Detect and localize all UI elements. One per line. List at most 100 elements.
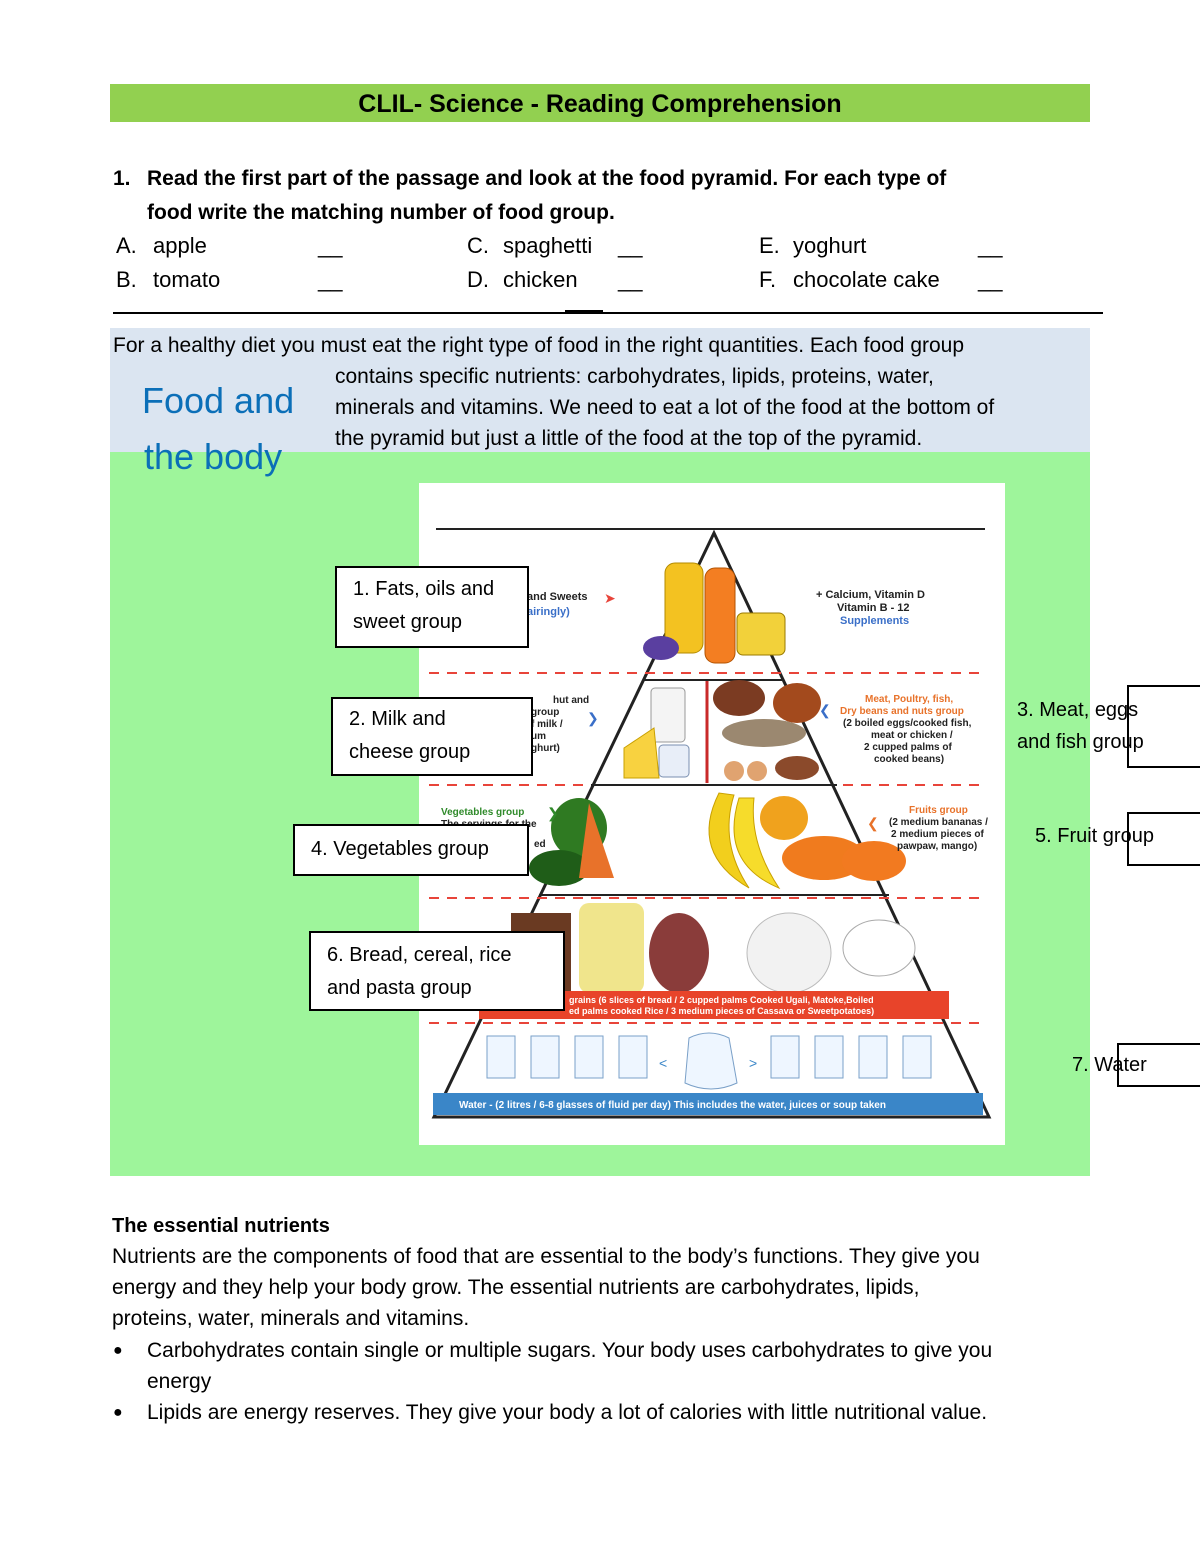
beans-image (775, 756, 819, 780)
group-label-7-line1: 7. Water (1072, 1054, 1147, 1076)
pyr-meat-4: meat or chicken / (871, 730, 953, 741)
sweets-image (643, 636, 679, 660)
section-heading-line2: the body (144, 436, 283, 477)
bullet-dot-icon: ● (113, 1342, 123, 1359)
milk-glass-image (650, 687, 686, 743)
pyr-meat-2: Dry beans and nuts group (840, 706, 964, 717)
yoghurt-image (658, 744, 690, 778)
page-title: CLIL- Science - Reading Comprehension (358, 90, 842, 118)
option-e-word: yoghurt (793, 233, 867, 258)
nutrients-paragraph-line2: energy and they help your body grow. The… (112, 1276, 920, 1299)
carrot-image (579, 803, 614, 878)
group-label-4: 4. Vegetables group (293, 824, 529, 876)
option-d-letter: D. (467, 267, 489, 292)
arrow-right-icon: > (749, 1055, 757, 1071)
arrow-left-icon: ❮ (867, 815, 879, 832)
intro-line4: the pyramid but just a little of the foo… (335, 427, 923, 450)
rice-bowl-image (842, 919, 916, 977)
group-label-1-line2: sweet group (353, 611, 462, 633)
cheese-image (623, 727, 660, 779)
arrow-right-icon: ❯ (587, 710, 599, 727)
arrow-left-icon: ❮ (819, 702, 831, 719)
option-c-blank[interactable]: __ (618, 233, 643, 258)
option-a-blank[interactable]: __ (318, 233, 343, 258)
option-a-word: apple (153, 233, 207, 258)
pyr-meat-3: (2 boiled eggs/cooked fish, (843, 718, 972, 729)
pyr-top-right-2: Vitamin B - 12 (837, 602, 910, 614)
option-f-letter: F. (759, 267, 777, 292)
option-c-word: spaghetti (503, 233, 593, 258)
egg-image (724, 761, 744, 781)
glass-icon (486, 1035, 516, 1079)
question-number: 1. (113, 167, 131, 190)
option-b-blank[interactable]: __ (318, 267, 343, 292)
intro-line1: For a healthy diet you must eat the righ… (113, 334, 965, 357)
group-label-6: 6. Bread, cereal, rice and pasta group (309, 931, 565, 1011)
sweet-potato-image (649, 913, 709, 993)
option-d-word: chicken (503, 267, 578, 292)
group-label-5-line1: 5. Fruit group (1035, 825, 1154, 847)
pyr-top-left-2: airingly) (527, 606, 570, 618)
pyr-milk-5: ghurt) (531, 743, 560, 754)
group-label-2-line1: 2. Milk and (349, 708, 446, 730)
question-text-line2: food write the matching number of food g… (147, 201, 615, 224)
group-label-4-line1: 4. Vegetables group (311, 838, 489, 860)
bullet-lipids: ● Lipids are energy reserves. They give … (113, 1397, 987, 1428)
group-label-3-line2: and fish group (1017, 731, 1144, 753)
bullet-carbohydrates: ● Carbohydrates contain single or multip… (113, 1335, 993, 1366)
option-a-letter: A. (116, 233, 137, 258)
pyr-water: Water - (2 litres / 6-8 glasses of fluid… (459, 1100, 886, 1111)
group-label-3-line1: 3. Meat, eggs (1017, 699, 1139, 721)
group-label-1-line1: 1. Fats, oils and (353, 578, 495, 600)
group-label-7-box (1117, 1043, 1200, 1087)
option-b-word: tomato (153, 267, 221, 292)
pyr-milk-3: f milk / (531, 719, 563, 730)
banana-image (708, 792, 750, 889)
option-e-letter: E. (759, 233, 780, 258)
pyr-milk-2: group (531, 707, 559, 718)
pyr-milk-4: um (531, 731, 546, 742)
title-bar: CLIL- Science - Reading Comprehension (110, 84, 1090, 122)
nutrients-paragraph-line1: Nutrients are the components of food tha… (112, 1245, 980, 1268)
option-e-blank[interactable]: __ (978, 233, 1003, 258)
option-b-letter: B. (116, 267, 137, 292)
pyr-fruit-4: pawpaw, mango) (897, 841, 977, 852)
option-d-blank[interactable]: __ (618, 267, 643, 292)
pyr-fruit-2: (2 medium bananas / (889, 817, 988, 828)
arrow-left-icon: < (659, 1055, 667, 1071)
chicken-image (773, 683, 821, 723)
butter-tub-image (736, 612, 786, 656)
group-label-5-box (1127, 812, 1200, 866)
pyr-fruit-1: Fruits group (909, 805, 968, 816)
fish-image (722, 719, 806, 747)
group-label-2-line2: cheese group (349, 741, 471, 763)
meat-image (713, 680, 765, 716)
group-label-6-line2: and pasta group (327, 977, 472, 999)
pyr-top-right-1: + Calcium, Vitamin D (816, 589, 925, 601)
pyr-top-right-3: Supplements (840, 615, 909, 627)
pyr-veg-1: Vegetables group (441, 807, 524, 818)
matoke-image (579, 903, 644, 993)
arrow-right-icon: ➤ (604, 590, 616, 606)
group-label-1: 1. Fats, oils and sweet group (335, 566, 529, 648)
intro-line3: minerals and vitamins. We need to eat a … (335, 396, 995, 419)
mango-image (760, 796, 808, 840)
pyr-meat-1: Meat, Poultry, fish, (865, 694, 953, 705)
option-f-blank[interactable]: __ (978, 267, 1003, 292)
pyr-top-left-1: and Sweets (527, 591, 588, 603)
bullet-dot-icon: ● (113, 1404, 123, 1421)
soda-bottle-image (704, 567, 736, 664)
bullet-carbohydrates-line2: energy (147, 1370, 212, 1393)
pyr-fruit-3: 2 medium pieces of (891, 829, 984, 840)
pyr-bread-1: grains (6 slices of bread / 2 cupped pal… (569, 995, 874, 1005)
separator-line-mark (565, 310, 603, 312)
oil-bottle-image (664, 562, 704, 654)
pyr-veg-3: ed (534, 839, 546, 850)
intro-line2: contains specific nutrients: carbohydrat… (335, 365, 934, 388)
option-c-letter: C. (467, 233, 489, 258)
pyr-meat-6: cooked beans) (874, 754, 944, 765)
bullet-carbohydrates-line1: Carbohydrates contain single or multiple… (147, 1339, 993, 1362)
group-label-6-line1: 6. Bread, cereal, rice (327, 944, 512, 966)
section-heading-line1: Food and (142, 380, 295, 421)
option-f-word: chocolate cake (793, 267, 940, 292)
